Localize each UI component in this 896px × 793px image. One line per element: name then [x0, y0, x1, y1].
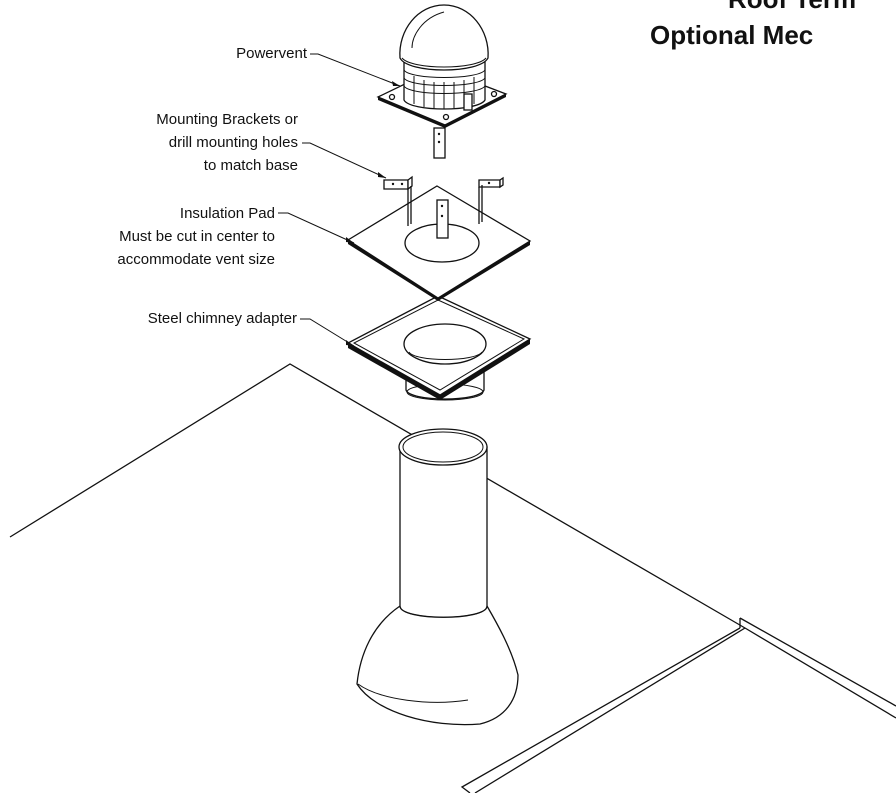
- brackets-label-line-3: to match base: [204, 157, 298, 174]
- callout-steel-chimney-adapter: Steel chimney adapter: [148, 310, 355, 347]
- chimney-pipe: [356, 428, 519, 726]
- roof-deck: [9, 363, 896, 793]
- powervent-label: Powervent: [236, 45, 308, 62]
- diagram-title: Roof Term Optional Mec: [650, 0, 856, 50]
- mounting-brackets: [383, 175, 504, 226]
- callout-insulation-pad: Insulation Pad Must be cut in center to …: [117, 205, 355, 268]
- brackets-label-line-1: Mounting Brackets or: [156, 111, 298, 128]
- insulation-pad: [346, 185, 532, 301]
- insulation-label-line-3: accommodate vent size: [117, 251, 275, 268]
- callout-powervent: Powervent: [236, 45, 401, 87]
- steel-chimney-adapter: [346, 295, 532, 401]
- brackets-label-line-2: drill mounting holes: [169, 134, 298, 151]
- insulation-label-line-2: Must be cut in center to: [119, 228, 275, 245]
- insulation-label-line-1: Insulation Pad: [180, 205, 275, 222]
- powervent-unit: [376, 4, 508, 159]
- callout-mounting-brackets: Mounting Brackets or drill mounting hole…: [156, 111, 387, 179]
- title-line-1: Roof Term: [728, 0, 856, 14]
- title-line-2: Optional Mec: [650, 20, 813, 50]
- adapter-label: Steel chimney adapter: [148, 310, 297, 327]
